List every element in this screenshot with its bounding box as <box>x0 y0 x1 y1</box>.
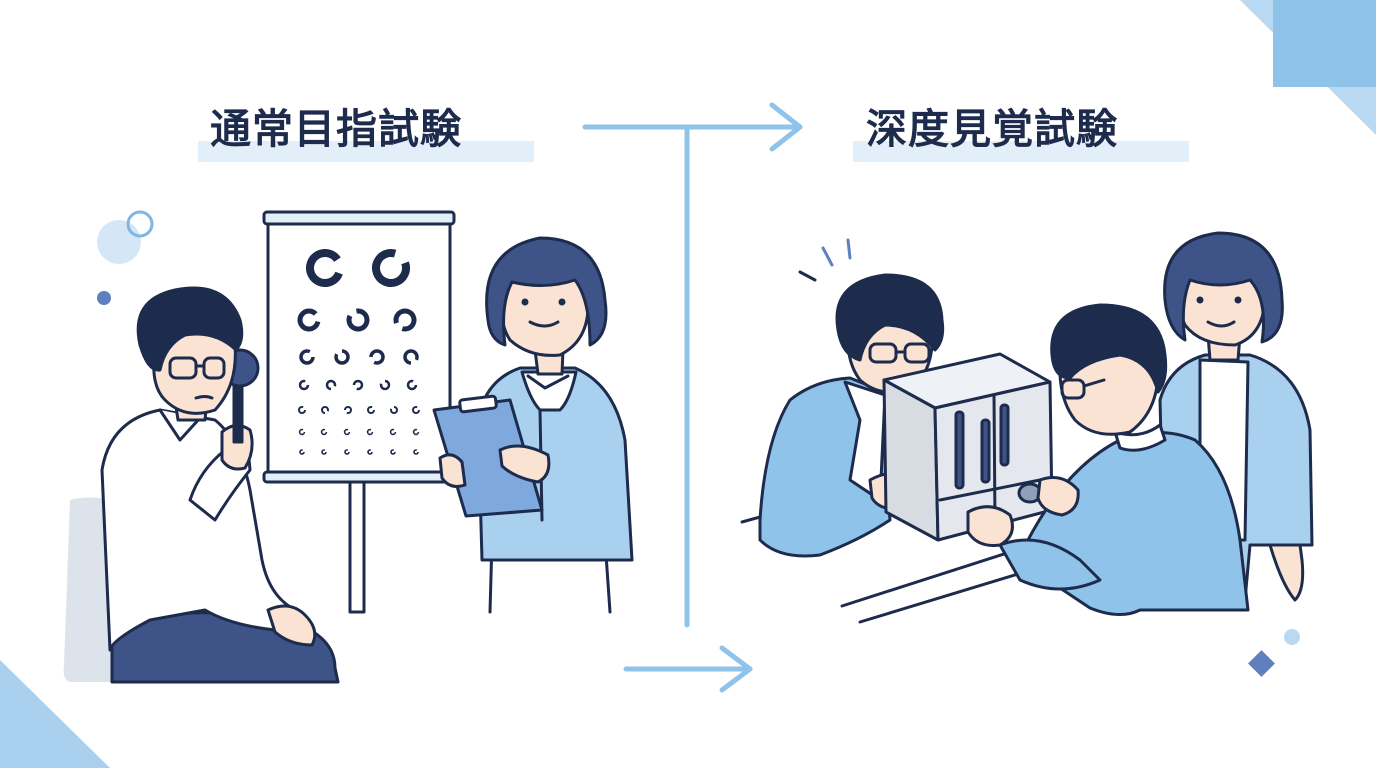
landolt-ring-icon <box>298 379 310 391</box>
observer-eye <box>1196 296 1204 304</box>
attention-mark-icon <box>798 270 817 282</box>
eye-chart-board <box>266 216 452 482</box>
nurse-hand-right <box>498 444 551 484</box>
bubble-dot-right <box>1284 629 1300 645</box>
landolt-ring-icon <box>389 428 397 436</box>
examiner-hair <box>1050 303 1168 394</box>
patient-shirt <box>843 380 887 502</box>
landolt-ring-icon <box>412 428 420 436</box>
man-glasses-icon <box>168 356 198 380</box>
depth-rod-icon <box>980 418 991 484</box>
landolt-ring-icon <box>321 449 327 455</box>
man-glasses-lens <box>202 356 226 380</box>
glasses-temple <box>1082 378 1106 388</box>
eye-chart-top-bar <box>262 210 456 226</box>
landolt-ring-icon <box>372 249 410 287</box>
landolt-ring-icon <box>369 349 385 365</box>
landolt-ring-icon <box>346 308 370 332</box>
corner-square-top-right <box>1273 0 1376 87</box>
landolt-rings <box>297 249 420 455</box>
landolt-ring-icon <box>413 449 419 455</box>
examiner-hand-right <box>1036 476 1080 517</box>
right-title-highlight <box>853 141 1189 162</box>
landolt-ring-icon <box>379 379 391 391</box>
landolt-ring-icon <box>344 406 352 414</box>
bubble-dot <box>97 291 111 305</box>
nurse-hand-left <box>438 453 467 488</box>
landolt-ring-icon <box>299 449 305 455</box>
landolt-ring-icon <box>393 308 417 332</box>
right-panel-title: 深度見覚試験 <box>866 105 1118 153</box>
nurse-hair <box>485 236 608 347</box>
corner-triangle-bottom-left <box>0 660 110 768</box>
landolt-ring-icon <box>320 428 328 436</box>
landolt-ring-icon <box>321 406 329 414</box>
examiner-hand-left <box>966 505 1014 547</box>
landolt-ring-icon <box>297 308 321 332</box>
landolt-ring-icon <box>325 379 337 391</box>
landolt-ring-icon <box>298 428 306 436</box>
nurse-collar <box>526 374 570 390</box>
attention-mark-icon <box>846 238 852 260</box>
landolt-ring-icon <box>367 449 373 455</box>
observer-eye <box>1234 296 1242 304</box>
attention-mark-icon <box>821 246 834 267</box>
landolt-ring-icon <box>344 449 350 455</box>
landolt-ring-icon <box>390 406 398 414</box>
diamond-shape <box>1248 650 1275 677</box>
observer-hair <box>1163 231 1284 344</box>
examiner-glasses-icon <box>1060 378 1086 400</box>
examiner-arm <box>998 538 1102 591</box>
bubble-ring <box>126 210 154 238</box>
man-shirt <box>100 408 302 652</box>
depth-rod-icon <box>999 403 1010 467</box>
examiner-collar <box>1113 423 1167 452</box>
observer-smile <box>1206 320 1236 328</box>
landolt-ring-icon <box>343 428 351 436</box>
left-title-highlight <box>198 141 534 162</box>
nurse-smile <box>528 320 560 328</box>
patient-hair <box>835 273 945 362</box>
landolt-ring-icon <box>403 349 419 365</box>
bottom-arrow-head-icon <box>719 645 753 693</box>
nurse-eye <box>521 298 529 306</box>
man-hair <box>136 286 244 372</box>
landolt-ring-icon <box>299 349 315 365</box>
man-mouth <box>194 395 214 400</box>
depth-box-divider <box>992 393 997 527</box>
observer-hand <box>1268 543 1305 602</box>
landolt-ring-icon <box>406 379 418 391</box>
landolt-ring-icon <box>298 406 306 414</box>
landolt-ring-icon <box>352 379 364 391</box>
depth-rod-icon <box>954 410 965 490</box>
depth-box-side <box>882 378 940 542</box>
man-hand-knee <box>266 604 317 647</box>
landolt-ring-icon <box>366 428 374 436</box>
left-panel-title: 通常目指試験 <box>210 105 462 153</box>
nurse-eye <box>558 298 566 306</box>
depth-box-shelf <box>938 476 1052 502</box>
landolt-ring-icon <box>367 406 375 414</box>
clipboard-clip <box>458 394 498 414</box>
patient-jacket <box>758 376 892 558</box>
landolt-ring-icon <box>334 349 350 365</box>
landolt-ring-icon <box>306 249 344 287</box>
landolt-ring-icon <box>412 406 420 414</box>
top-arrow-head-icon <box>769 102 803 152</box>
landolt-ring-icon <box>390 449 396 455</box>
